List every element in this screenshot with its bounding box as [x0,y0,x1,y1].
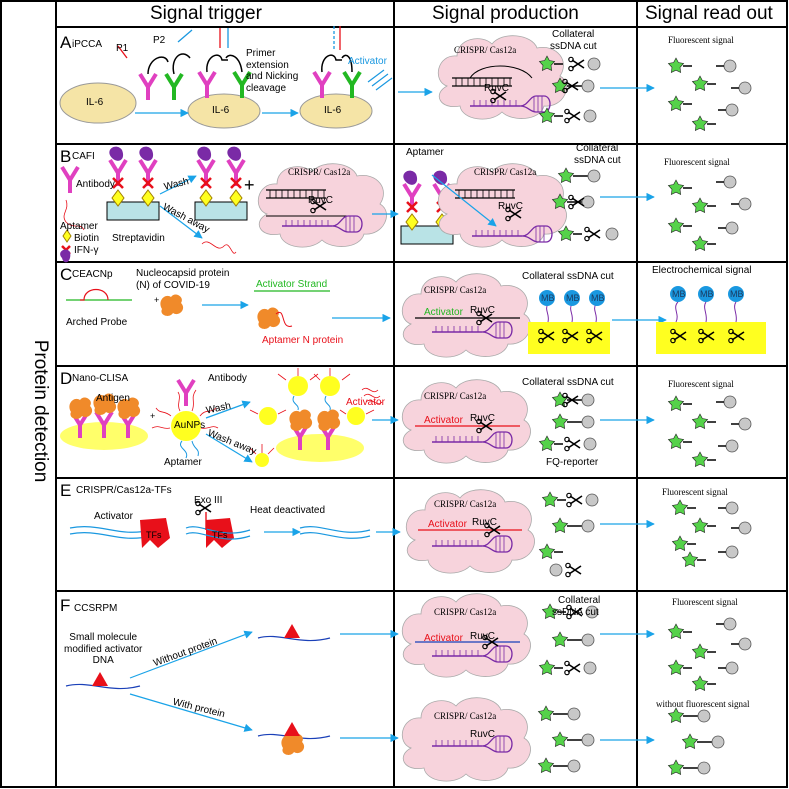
panel-a-il6-3: IL-6 [324,105,342,116]
panel-b-aptamer: Aptamer [60,221,98,232]
panel-c-name: CEACNp [72,269,113,280]
panel-b-antibody: Antibody [76,179,115,190]
panel-e-exo: Exo III [194,495,223,506]
panel-f-small-mol: Small molecule modified activator DNA [64,632,143,666]
panel-c-ruvc: RuvC [470,305,496,316]
panel-d-collateral: Collateral ssDNA cut [522,377,614,388]
panel-e-activator-1: Activator [94,511,133,522]
panel-f-without-fl: without fluorescent signal [656,699,750,709]
panel-c-letter: C [60,265,73,284]
panel-d-ruvc: RuvC [470,413,496,424]
panel-f-ruvc-2: RuvC [470,729,496,740]
panel-b-crispr-2: CRISPR/ Cas12a [474,167,537,177]
panel-c-crispr: CRISPR/ Cas12a [424,285,487,295]
panel-d-plus: + [150,411,156,421]
panel-d-activator-1: Activator [346,397,385,408]
panel-c-mb-1: MB [541,293,555,303]
panel-f-fluorescent: Fluorescent signal [672,597,738,607]
panel-f-activator: Activator [424,633,463,644]
panel-c-arched: Arched Probe [66,317,128,328]
header-signal-readout: Signal read out [645,3,773,24]
panel-c-mb-2: MB [566,293,580,303]
panel-e-tfs-2: TFs [212,530,228,540]
panel-e-tfs-1: TFs [146,530,162,540]
panel-e-crispr: CRISPR/ Cas12a [434,499,497,509]
panel-b-collateral-2: ssDNA cut [574,155,621,166]
panel-b-crispr-1: CRISPR/ Cas12a [288,167,351,177]
panel-a-graphics [59,26,752,131]
panel-b-ruvc-2: RuvC [498,201,524,212]
panel-f-crispr-1: CRISPR/ Cas12a [434,607,497,617]
panel-c-aptamer-n: Aptamer N protein [262,335,344,346]
panel-e-activator-2: Activator [428,519,467,530]
panel-c-plus: + [154,295,160,305]
panel-c-activator-strand: Activator Strand [256,279,328,290]
panel-a-fluorescent: Fluorescent signal [668,35,734,45]
panel-f-name: CCSRPM [74,603,118,614]
panel-d-fluorescent: Fluorescent signal [668,379,734,389]
panel-c-mb-6: MB [730,289,744,299]
panel-e-fluorescent: Fluorescent signal [662,487,728,497]
panel-b-fluorescent: Fluorescent signal [664,157,730,167]
panel-d-name: Nano-CLISA [72,373,129,384]
panel-b-ruvc-1: RuvC [308,195,334,206]
panel-a-name: iPCCA [72,39,103,50]
panel-f-collateral-1: Collateral [558,595,601,606]
panel-a-primer: Primer extension and Nicking cleavage [246,48,299,94]
panel-c-graphics [66,273,766,358]
panel-c-mb-5: MB [700,289,714,299]
panel-a-il6-1: IL-6 [86,97,104,108]
panel-f-crispr-2: CRISPR/ Cas12a [434,711,497,721]
panel-b-name: CAFI [72,151,95,162]
panel-c-activator: Activator [424,307,463,318]
panel-b-collateral-1: Collateral [576,143,619,154]
panel-e-name: CRISPR/Cas12a-TFs [76,485,172,496]
panel-a-activator: Activator [348,56,387,67]
panel-a-il6-2: IL-6 [212,105,230,116]
panel-b-biotin: Biotin [74,233,100,244]
panel-f-ruvc-1: RuvC [470,631,496,642]
panel-a-p2: P2 [153,35,166,46]
panel-e-graphics [69,489,752,578]
panel-c-mb-3: MB [591,293,605,303]
panel-f-letter: F [60,596,71,615]
panel-e-ruvc: RuvC [472,517,498,528]
panel-d-graphics [60,368,752,467]
header-signal-production: Signal production [432,3,579,24]
panel-d-aunps: AuNPs [174,420,206,431]
panel-a-collateral-1: Collateral [552,29,595,40]
panel-b-streptavidin: Streptavidin [112,233,165,244]
panel-d-antigen: Antigen [96,393,130,404]
panel-d-antibody: Antibody [208,373,247,384]
panel-b-plus: + [244,175,255,195]
panel-b-letter: B [60,147,72,166]
panel-c-mb-4: MB [672,289,686,299]
header-signal-trigger: Signal trigger [150,3,262,24]
panel-b-ifn: IFN-γ [74,245,99,256]
panel-b-graphics [60,146,752,263]
panel-a-ruvc: RuvC [484,83,510,94]
panel-f-collateral-2: ssDNA cut [552,607,599,618]
panel-d-letter: D [60,369,73,388]
panel-e-letter: E [60,481,72,500]
panel-a-collateral-2: ssDNA cut [550,41,597,52]
panel-c-collateral: Collateral ssDNA cut [522,271,614,282]
panel-d-aptamer: Aptamer [164,457,202,468]
panel-e-heat: Heat deactivated [250,505,326,516]
panel-a-p1: P1 [116,43,129,54]
panel-c-electro: Electrochemical signal [652,265,752,276]
panel-a-crispr: CRISPR/ Cas12a [454,45,517,55]
panel-f-graphics [65,593,752,782]
panel-b-aptamer-2: Aptamer [406,147,444,158]
panel-c-np: Nucleocapsid protein (N) of COVID-19 [136,268,230,291]
panel-a-letter: A [60,33,72,52]
panel-d-fq: FQ-reporter [546,457,599,468]
panel-d-activator-2: Activator [424,415,463,426]
panel-d-crispr: CRISPR/ Cas12a [424,391,487,401]
